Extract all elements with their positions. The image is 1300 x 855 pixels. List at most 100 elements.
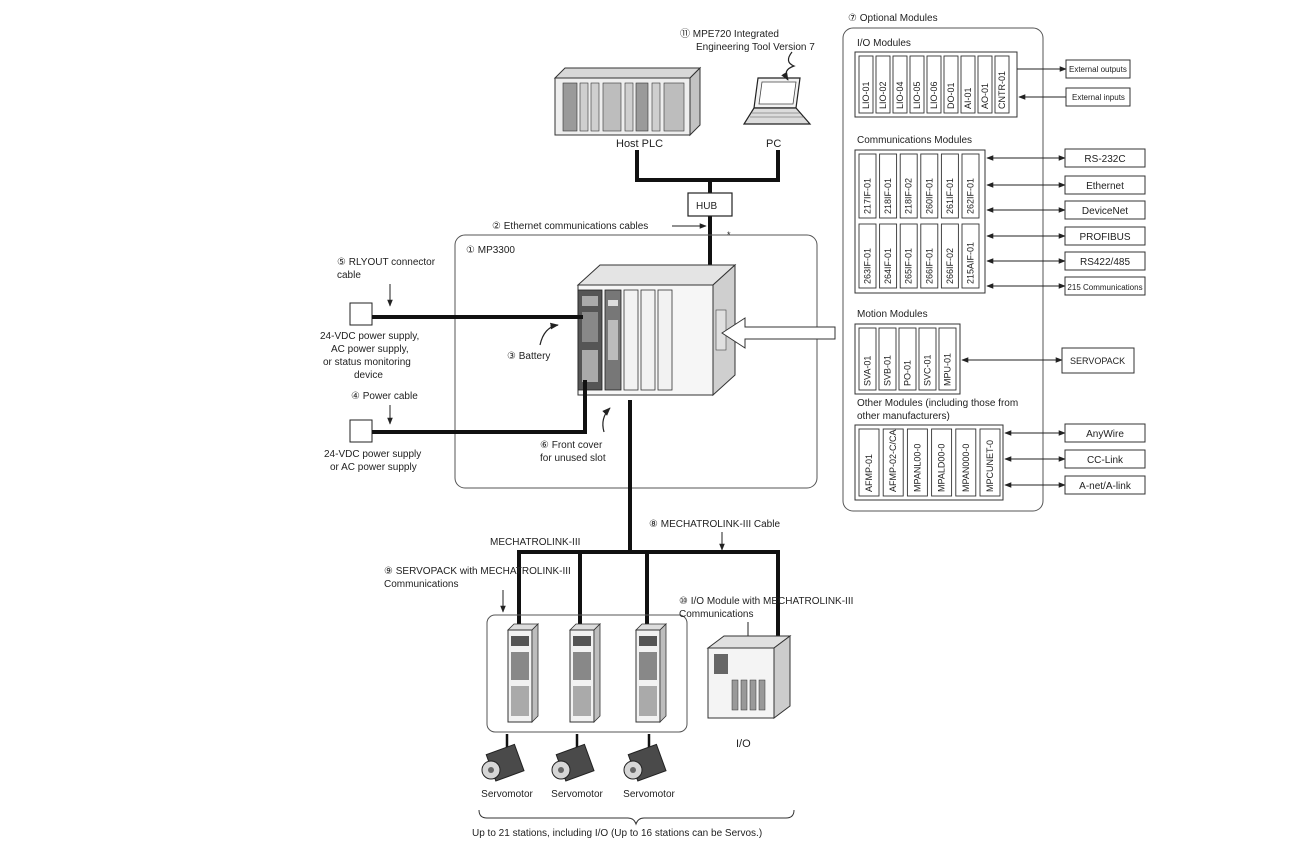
io-module-cell (977, 55, 993, 114)
other-module-label: AFMP-01 (864, 454, 874, 492)
io-module-cell (875, 55, 891, 114)
motion-module-label: SVA-01 (863, 356, 873, 386)
optional-modules-insert-arrow (721, 317, 836, 349)
target-box (1064, 200, 1146, 220)
comm-module-label: 217IF-01 (863, 178, 873, 214)
comm-module-label: 266IF-01 (924, 248, 934, 284)
supply-2-line-2: or AC power supply (330, 462, 417, 473)
rlyout-label-1: ⑤ RLYOUT connector (337, 257, 436, 268)
rlyout-label-2: cable (337, 270, 361, 281)
io-module-cell (960, 55, 976, 114)
comm-module-label: 215AIF-01 (966, 242, 976, 284)
comm-module-cell (879, 223, 898, 289)
motion-module-label: MPU-01 (943, 353, 953, 386)
front-cover-label-2: for unused slot (540, 453, 606, 464)
comm-module-cell (940, 153, 959, 219)
target-box (1064, 251, 1146, 271)
io-module-illustration (706, 635, 792, 719)
comm-module-label: 260IF-01 (924, 178, 934, 214)
stations-brace (478, 809, 795, 826)
target-box (1064, 449, 1146, 469)
ext-outputs-box (1065, 59, 1131, 79)
io-module-label: CNTR-01 (997, 71, 1007, 109)
servopack-connector (511, 686, 529, 716)
tool-install-arrow-icon (781, 51, 796, 81)
servopack-side (659, 623, 667, 723)
target-label: A-net/A-link (1079, 481, 1132, 492)
optional-modules-frame (842, 27, 1044, 512)
servomotor-shaft (488, 767, 494, 773)
motion-module-label: SVB-01 (883, 355, 893, 386)
other-module-cell (882, 428, 904, 497)
other-module-cell (906, 428, 928, 497)
target-box (1064, 423, 1146, 443)
io-module-label: LIO-06 (929, 81, 939, 109)
servopack-side (593, 623, 601, 723)
supply-2-box (349, 419, 373, 443)
motion-modules-title: Motion Modules (857, 309, 928, 320)
other-modules-group (854, 424, 1004, 501)
ext-inputs-label: External inputs (1072, 93, 1125, 102)
supply-1-line-1: 24-VDC power supply, (320, 331, 419, 342)
servopack-connector (573, 652, 591, 680)
comm-module-cell (879, 153, 898, 219)
servopack-illustrations (507, 623, 667, 723)
other-modules-title-2: other manufacturers) (857, 411, 950, 422)
comm-module-label: 261IF-01 (945, 178, 955, 214)
comm-module-label: 263IF-01 (863, 248, 873, 284)
motion-module-label: PO-01 (903, 360, 913, 386)
servopack-m3-label-1: ⑨ SERVOPACK with MECHATROLINK-III (384, 566, 571, 577)
host-plc-illustration (553, 66, 702, 137)
io-module-label: LIO-01 (861, 81, 871, 109)
servomotor-label: Servomotor (623, 789, 675, 800)
mp3300-controller-illustration (576, 263, 737, 397)
comm-module-label: 218IF-01 (883, 178, 893, 214)
comm-module-cells: 217IF-01 218IF-01 218IF-02 260IF-01 261IF-01… (858, 153, 980, 289)
target-label: 215 Communications (1067, 283, 1142, 292)
io-module-label: LIO-02 (878, 81, 888, 109)
supply-1-line-3: or status monitoring (323, 357, 411, 368)
servopack-display (573, 636, 591, 646)
motion-module-label: SVC-01 (923, 354, 933, 386)
supply-1-box (349, 302, 373, 326)
pc-laptop-illustration (742, 77, 812, 125)
servopack-connector (639, 652, 657, 680)
comm-module-label: 265IF-01 (904, 248, 914, 284)
io-module-label: DO-01 (946, 82, 956, 109)
other-module-label: MPALD00-0 (937, 444, 947, 492)
target-box (1064, 175, 1146, 195)
servomotor-shaft (630, 767, 636, 773)
io-module-cell (926, 55, 942, 114)
target-label: CC-Link (1087, 455, 1124, 466)
ethernet-cables-label: ② Ethernet communications cables (492, 221, 648, 232)
m3-cable-label: ⑧ MECHATROLINK-III Cable (649, 519, 780, 530)
battery-arrow (539, 322, 559, 346)
servopack-side (531, 623, 539, 723)
other-module-label: AFMP-02-C/CA (888, 429, 898, 492)
comm-module-cell (899, 153, 918, 219)
other-module-cell (858, 428, 880, 497)
comm-module-cell (940, 223, 959, 289)
other-modules-title-1: Other Modules (including those from (857, 398, 1018, 409)
comm-module-label: 218IF-02 (904, 178, 914, 214)
mp3300-frame (454, 234, 818, 489)
other-module-cell (931, 428, 953, 497)
mp3300-title: ① MP3300 (466, 245, 515, 256)
motion-module-cell (858, 327, 877, 391)
target-label: PROFIBUS (1079, 232, 1130, 243)
servopack-display (511, 636, 529, 646)
io-module-label: LIO-04 (895, 81, 905, 109)
motion-module-cell (898, 327, 917, 391)
io-module-cell (858, 55, 874, 114)
servomotor-label: Servomotor (481, 789, 533, 800)
comm-module-cell (858, 153, 877, 219)
ext-inputs-box (1065, 87, 1131, 107)
io-m3-label-1: ⑩ I/O Module with MECHATROLINK-III (679, 596, 853, 607)
motion-module-cell (938, 327, 957, 391)
servopack-connector (573, 686, 591, 716)
supply-2-line-1: 24-VDC power supply (324, 449, 421, 460)
comm-module-label: 264IF-01 (883, 248, 893, 284)
